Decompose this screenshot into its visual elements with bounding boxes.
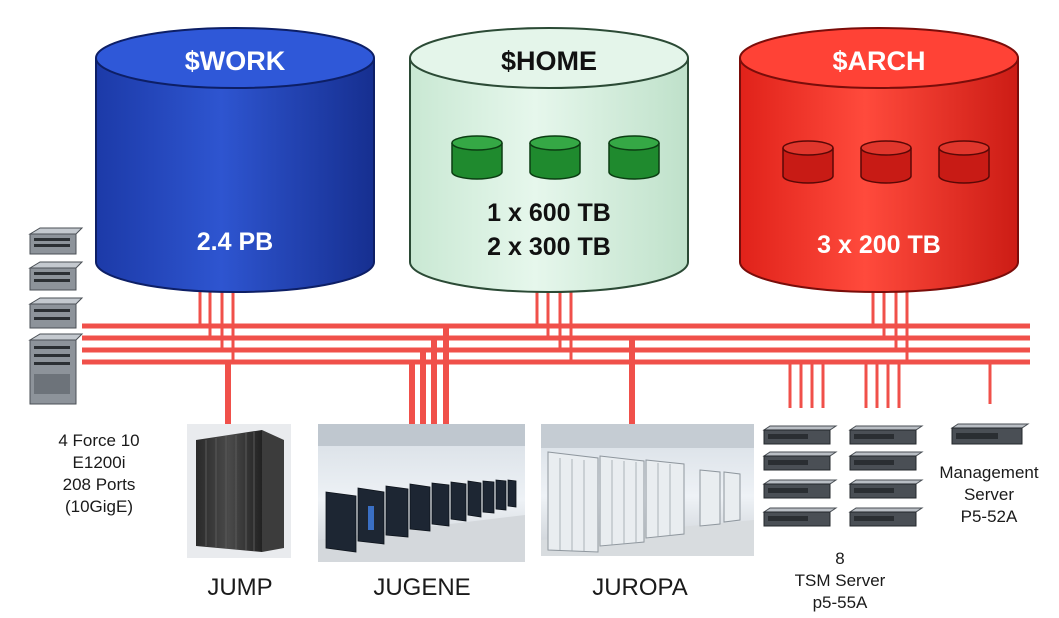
home-capacity: 1 x 600 TB 2 x 300 TB [424, 196, 674, 264]
switch-label: 4 Force 10 E1200i 208 Ports (10GigE) [24, 430, 174, 518]
management-server-label-line: Management [939, 463, 1039, 482]
storage-uplinks [198, 288, 909, 362]
tsm-server-label: 8 TSM Server p5-55A [770, 548, 910, 614]
work-title: $WORK [184, 46, 286, 76]
management-server-label-line: P5-52A [960, 507, 1018, 526]
arch-capacity: 3 x 200 TB [754, 228, 1004, 262]
jump-system-photo [187, 424, 291, 558]
arch-disk-icon [782, 140, 834, 184]
juropa-system-photo [541, 424, 754, 556]
home-disk-icon [529, 135, 581, 180]
tsm-server-label-line: p5-55A [812, 593, 868, 612]
work-capacity: 2.4 PB [110, 225, 360, 259]
arch-title: $ARCH [832, 46, 926, 76]
work-capacity-line: 2.4 PB [196, 228, 274, 256]
management-server-label-line: Server [963, 485, 1015, 504]
tsm-server-stack-icon [762, 425, 924, 527]
management-server-label: Management Server P5-52A [920, 462, 1058, 528]
switch-label-line: E1200i [72, 453, 126, 472]
arch-disk-icon [938, 140, 990, 184]
storage-home [409, 27, 689, 293]
tsm-server-label-line: TSM Server [794, 571, 886, 590]
switch-label-line: (10GigE) [64, 497, 134, 516]
management-server-icon [950, 423, 1030, 445]
network-bus [82, 323, 1030, 365]
switch-label-line: 4 Force 10 [58, 431, 140, 450]
system-downlinks [225, 326, 992, 424]
storage-work [95, 27, 375, 293]
juropa-label: JUROPA [592, 574, 688, 601]
jump-label: JUMP [207, 574, 273, 601]
home-title: $HOME [500, 46, 598, 76]
jugene-label: JUGENE [373, 574, 471, 601]
arch-disk-icon [860, 140, 912, 184]
tsm-server-label-line: 8 [835, 549, 845, 568]
arch-capacity-line: 3 x 200 TB [817, 231, 941, 259]
home-capacity-line: 1 x 600 TB [487, 199, 611, 227]
switch-label-line: 208 Ports [62, 475, 136, 494]
switch-stack-icon [28, 227, 84, 405]
home-disk-icon [608, 135, 660, 180]
home-capacity-line: 2 x 300 TB [487, 233, 611, 261]
home-disk-icon [451, 135, 503, 180]
storage-arch [739, 27, 1019, 293]
jugene-system-photo [318, 424, 525, 562]
